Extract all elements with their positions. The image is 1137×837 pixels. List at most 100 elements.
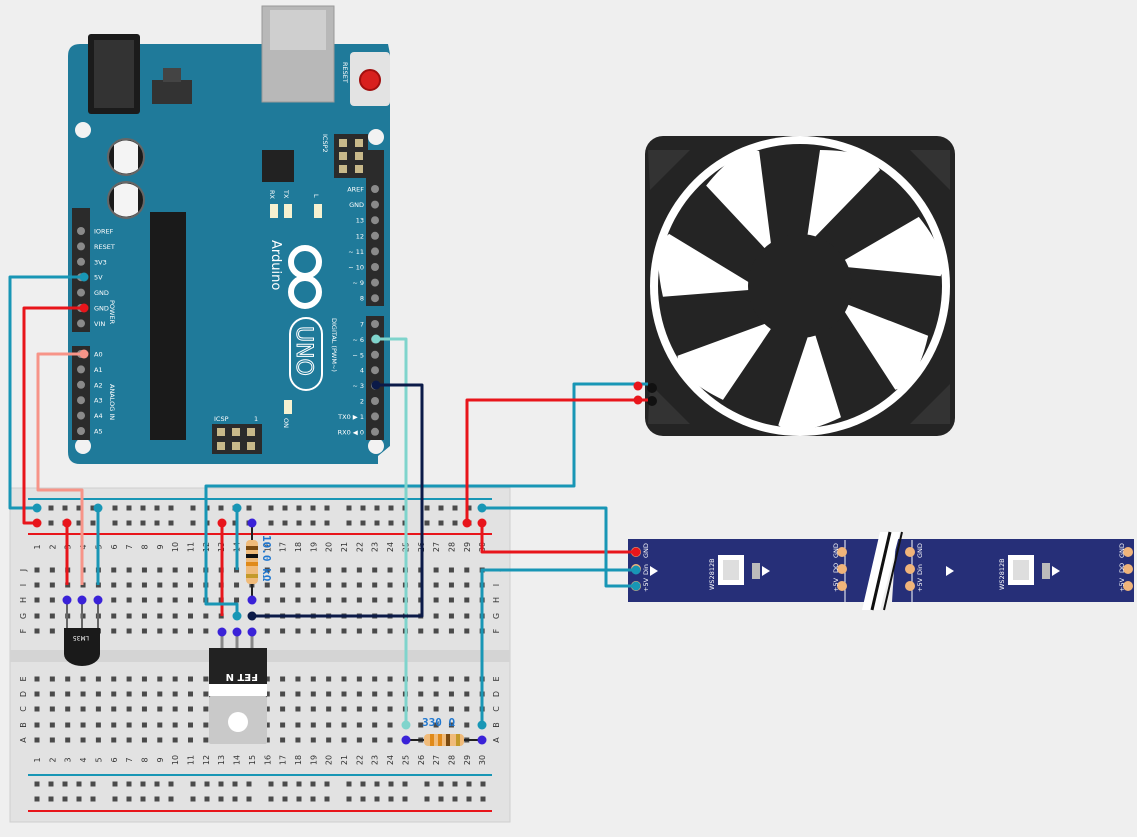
breadboard-hole[interactable] (34, 706, 40, 712)
breadboard-hole[interactable] (111, 628, 117, 634)
breadboard-hole[interactable] (448, 628, 454, 634)
power-pin[interactable] (77, 288, 85, 297)
breadboard-hole[interactable] (157, 737, 163, 743)
wire-endpoint[interactable] (631, 565, 641, 575)
breadboard-hole[interactable] (126, 582, 132, 588)
breadboard-hole[interactable] (111, 691, 117, 697)
breadboard-hole[interactable] (433, 628, 439, 634)
rail-hole[interactable] (246, 505, 252, 511)
rail-hole[interactable] (62, 796, 68, 802)
rail-hole[interactable] (296, 796, 302, 802)
breadboard-hole[interactable] (264, 706, 270, 712)
rail-hole[interactable] (452, 505, 458, 511)
rail-hole[interactable] (246, 796, 252, 802)
rail-hole[interactable] (140, 520, 146, 526)
rail-hole[interactable] (218, 796, 224, 802)
breadboard-hole[interactable] (280, 676, 286, 682)
breadboard-hole[interactable] (126, 628, 132, 634)
rail-hole[interactable] (388, 796, 394, 802)
strip-pad[interactable] (1123, 564, 1133, 574)
rail-hole[interactable] (424, 781, 430, 787)
wire-endpoint[interactable] (462, 518, 472, 528)
breadboard-hole[interactable] (203, 613, 209, 619)
rail-hole[interactable] (438, 796, 444, 802)
breadboard-hole[interactable] (264, 722, 270, 728)
digital-pin[interactable] (371, 412, 379, 421)
breadboard-hole[interactable] (280, 737, 286, 743)
rail-hole[interactable] (360, 505, 366, 511)
breadboard-hole[interactable] (326, 691, 332, 697)
breadboard-hole[interactable] (356, 628, 362, 634)
rail-hole[interactable] (112, 796, 118, 802)
wire-endpoint[interactable] (247, 611, 257, 621)
breadboard-hole[interactable] (188, 597, 193, 603)
breadboard-hole[interactable] (49, 567, 55, 573)
power-pin[interactable] (77, 227, 85, 235)
wire-endpoint[interactable] (631, 581, 641, 591)
breadboard-hole[interactable] (356, 691, 362, 697)
breadboard-hole[interactable] (418, 628, 424, 634)
fan-lead-black[interactable] (647, 383, 657, 393)
rail-hole[interactable] (34, 796, 40, 802)
rail-hole[interactable] (438, 505, 444, 511)
rail-hole[interactable] (140, 781, 146, 787)
digital-pin[interactable] (371, 294, 379, 303)
rail-hole[interactable] (90, 781, 96, 787)
breadboard-hole[interactable] (95, 706, 101, 712)
breadboard-hole[interactable] (264, 628, 270, 634)
wire-endpoint[interactable] (371, 380, 381, 390)
breadboard-hole[interactable] (326, 706, 332, 712)
breadboard-hole[interactable] (126, 691, 132, 697)
breadboard-hole[interactable] (387, 582, 393, 588)
breadboard-hole[interactable] (341, 567, 347, 573)
breadboard-hole[interactable] (157, 676, 163, 682)
breadboard-hole[interactable] (49, 706, 55, 712)
rail-hole[interactable] (90, 796, 96, 802)
rail-hole[interactable] (126, 796, 132, 802)
strip-pad[interactable] (1123, 581, 1133, 591)
mosfet[interactable]: FET N (209, 632, 267, 744)
wire-endpoint[interactable] (631, 547, 641, 557)
breadboard-hole[interactable] (448, 582, 454, 588)
breadboard-hole[interactable] (172, 722, 178, 728)
breadboard-hole[interactable] (326, 582, 332, 588)
breadboard-hole[interactable] (188, 582, 193, 588)
wire-endpoint[interactable] (477, 518, 487, 528)
breadboard-hole[interactable] (203, 676, 209, 682)
rail-hole[interactable] (438, 781, 444, 787)
rail-hole[interactable] (140, 505, 146, 511)
breadboard-hole[interactable] (49, 676, 55, 682)
breadboard-hole[interactable] (126, 613, 132, 619)
breadboard-hole[interactable] (49, 737, 55, 743)
breadboard-hole[interactable] (310, 722, 316, 728)
analog-pin[interactable] (77, 396, 85, 405)
breadboard-hole[interactable] (387, 706, 393, 712)
breadboard-hole[interactable] (372, 722, 378, 728)
rail-hole[interactable] (232, 520, 238, 526)
rail-hole[interactable] (310, 520, 316, 526)
breadboard-hole[interactable] (49, 582, 55, 588)
rail-hole[interactable] (310, 781, 316, 787)
rail-hole[interactable] (388, 781, 394, 787)
breadboard-hole[interactable] (80, 737, 86, 743)
breadboard-hole[interactable] (418, 676, 424, 682)
breadboard-hole[interactable] (80, 691, 86, 697)
rail-hole[interactable] (480, 781, 486, 787)
rail-hole[interactable] (62, 505, 68, 511)
rail-hole[interactable] (310, 796, 316, 802)
breadboard-hole[interactable] (141, 722, 147, 728)
rail-hole[interactable] (218, 781, 224, 787)
power-pin[interactable] (77, 257, 85, 266)
rail-hole[interactable] (126, 781, 132, 787)
rail-hole[interactable] (452, 796, 458, 802)
breadboard-hole[interactable] (141, 628, 147, 634)
breadboard-hole[interactable] (203, 722, 209, 728)
breadboard-hole[interactable] (433, 706, 439, 712)
breadboard-hole[interactable] (65, 676, 71, 682)
breadboard-hole[interactable] (448, 706, 454, 712)
breadboard-hole[interactable] (203, 691, 209, 697)
breadboard-hole[interactable] (341, 722, 347, 728)
strip-pad[interactable] (905, 547, 915, 557)
digital-pin[interactable] (371, 350, 379, 359)
rail-hole[interactable] (190, 505, 196, 511)
